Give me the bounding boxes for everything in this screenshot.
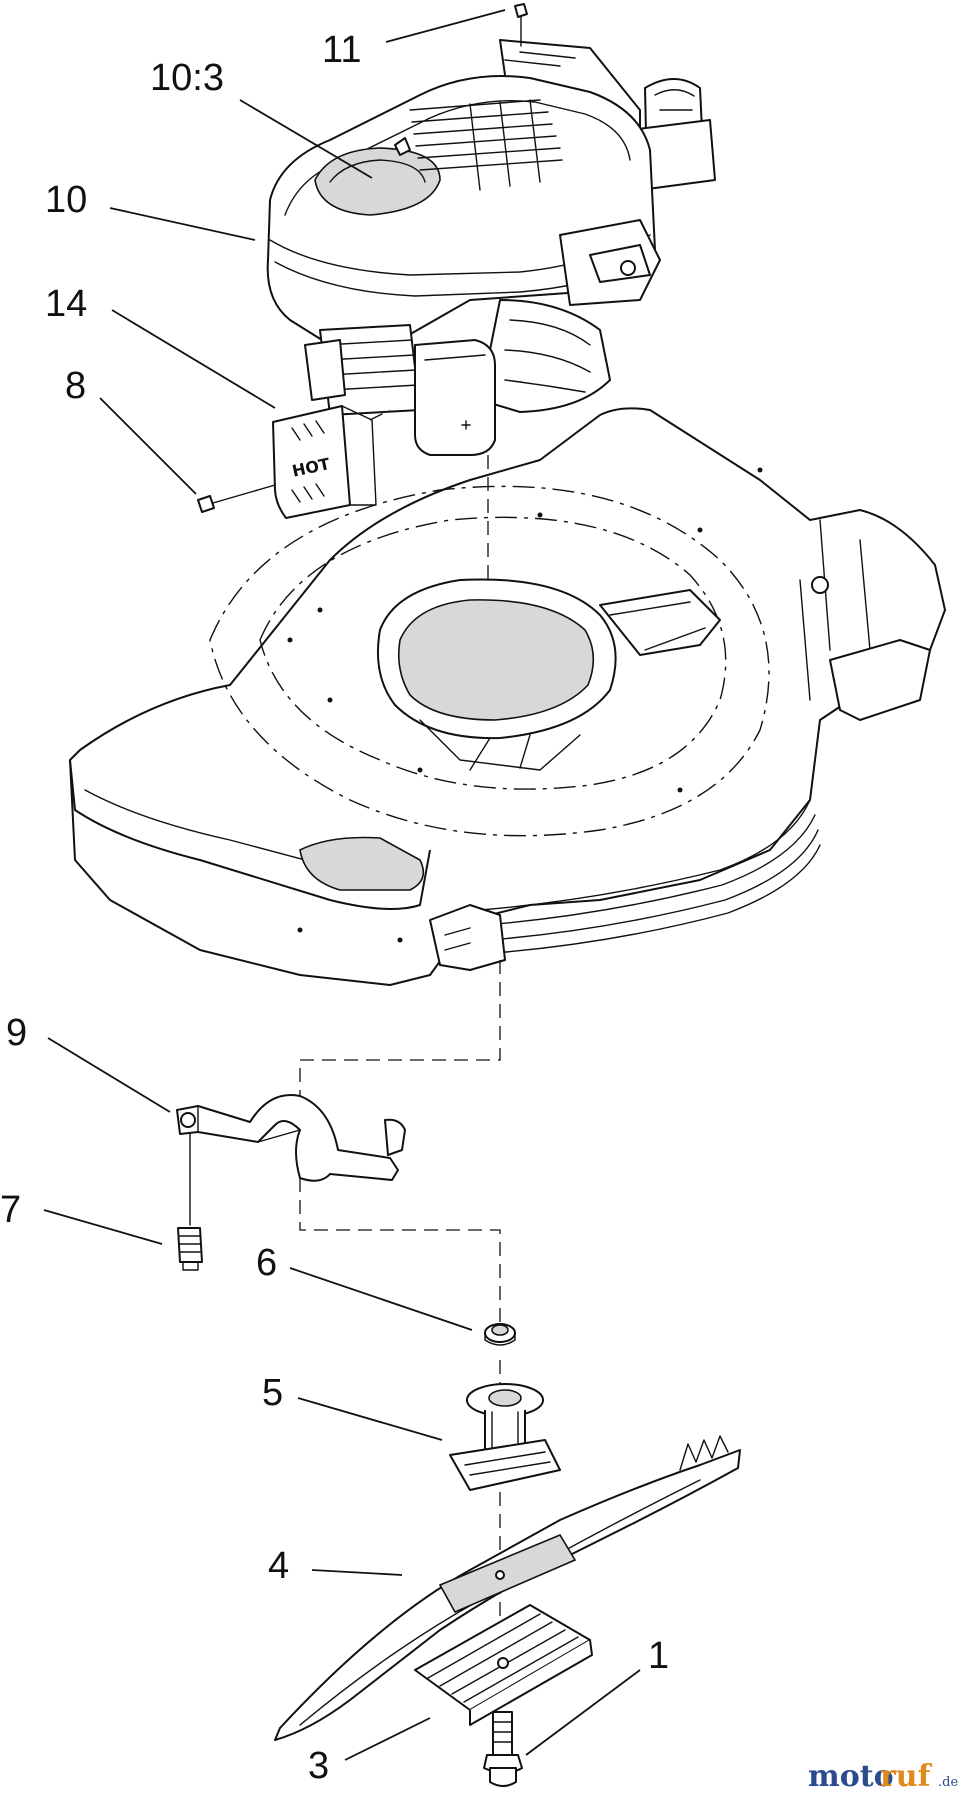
callout-14: 14 xyxy=(45,283,87,325)
callout-6: 6 xyxy=(256,1242,277,1284)
callout-8: 8 xyxy=(65,365,86,407)
callout-10-3: 10:3 xyxy=(150,57,224,99)
stiffener-3 xyxy=(414,1604,593,1726)
heat-shield-14: HOT xyxy=(272,405,391,519)
watermark-logo: moto ruf .de xyxy=(808,1759,958,1794)
baffle-9 xyxy=(176,1094,406,1226)
bolt-8 xyxy=(197,484,276,513)
blade-bolt-1 xyxy=(483,1711,523,1787)
callout-4: 4 xyxy=(268,1545,289,1587)
callout-10: 10 xyxy=(45,179,87,221)
screw-11 xyxy=(514,3,528,47)
callout-1: 1 xyxy=(648,1635,669,1677)
blade-4 xyxy=(274,1435,741,1741)
watermark-part-a: moto xyxy=(808,1759,894,1794)
callout-5: 5 xyxy=(262,1372,283,1414)
callout-3: 3 xyxy=(308,1745,329,1787)
callout-11: 11 xyxy=(322,29,361,71)
watermark-part-b: ruf xyxy=(880,1759,933,1794)
callout-9: 9 xyxy=(6,1012,27,1054)
washer-6 xyxy=(484,1323,516,1346)
bolt-7 xyxy=(177,1227,203,1271)
mower-deck xyxy=(69,407,946,986)
leader-lines xyxy=(43,9,641,1761)
callout-7: 7 xyxy=(0,1189,21,1231)
blade-adapter-5 xyxy=(449,1383,561,1491)
watermark-suffix: .de xyxy=(938,1775,958,1790)
engine-assembly xyxy=(266,39,716,456)
